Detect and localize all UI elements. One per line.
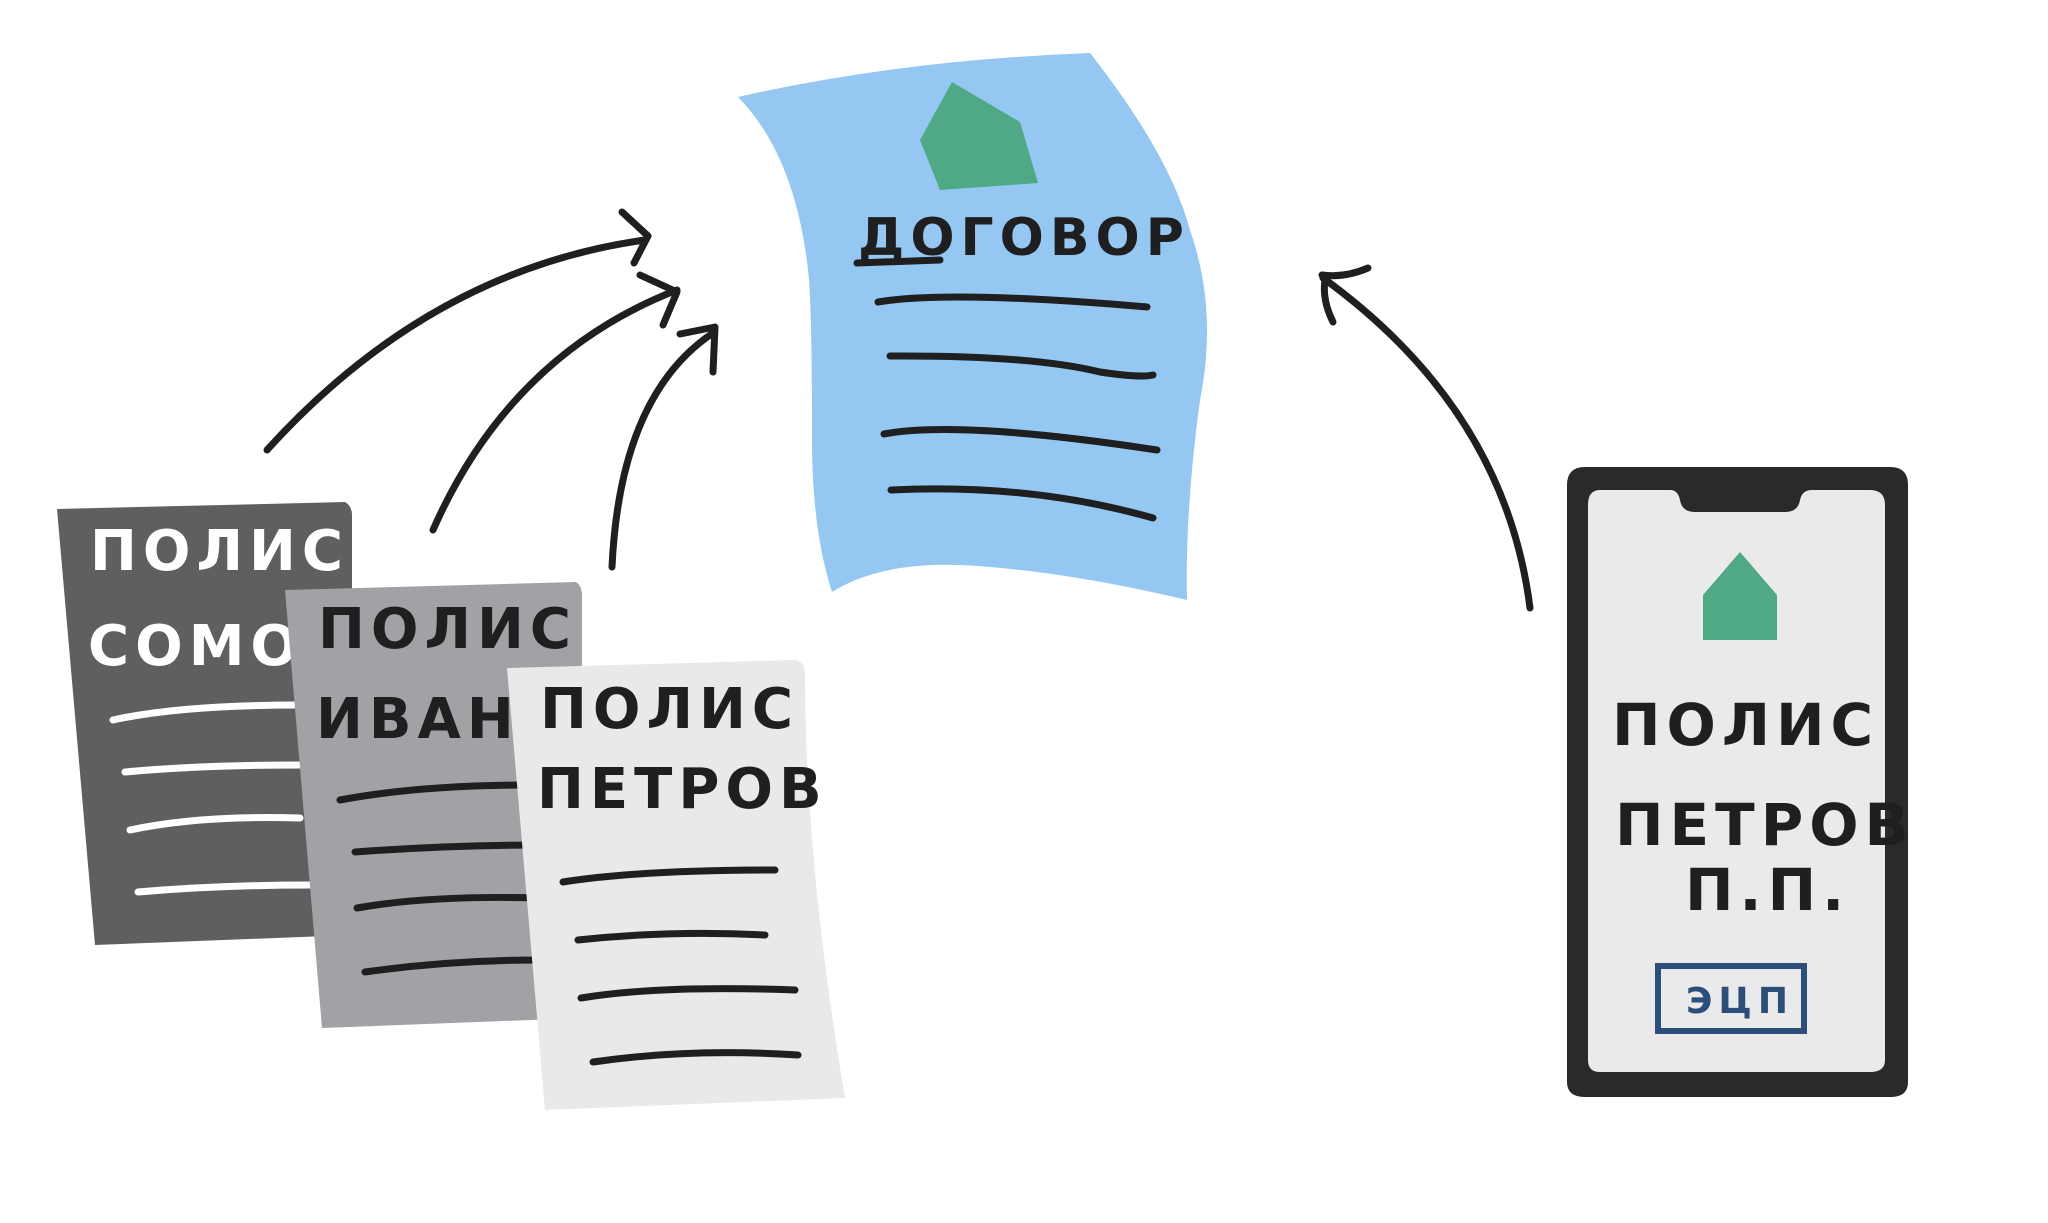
text-line bbox=[880, 426, 1161, 454]
text-line bbox=[134, 881, 314, 896]
signature-badge-label: ЭЦП bbox=[1686, 981, 1794, 1022]
contract-document: ДОГОВОР bbox=[738, 53, 1208, 600]
arrow-head bbox=[636, 271, 681, 329]
text-line bbox=[559, 866, 779, 886]
text-line bbox=[353, 893, 544, 912]
phone-screen bbox=[1588, 490, 1885, 1072]
text-line bbox=[577, 985, 799, 1002]
signature-badge bbox=[1655, 963, 1807, 1034]
house-icon bbox=[920, 82, 1038, 190]
arrow-ivanov-to-contract bbox=[429, 286, 681, 534]
arrow-petrov-to-contract bbox=[608, 329, 717, 571]
phone-policy-name: ПЕТРОВ bbox=[1615, 791, 1915, 859]
title-underline bbox=[853, 256, 944, 267]
text-line bbox=[589, 1049, 802, 1066]
text-line bbox=[574, 929, 769, 944]
arrows bbox=[263, 208, 1534, 612]
paper-policy-petrov: ПОЛИС ПЕТРОВ bbox=[507, 660, 845, 1110]
text-line bbox=[351, 841, 544, 856]
text-line bbox=[887, 485, 1157, 522]
phone-policy-title: ПОЛИС bbox=[1612, 691, 1879, 759]
policy-name: ПЕТРОВ bbox=[537, 757, 828, 822]
policy-sheet bbox=[57, 502, 352, 945]
policy-sheet bbox=[285, 582, 582, 1028]
text-line bbox=[874, 293, 1151, 311]
text-line bbox=[361, 956, 544, 976]
policy-title: ПОЛИС bbox=[90, 519, 349, 584]
text-line bbox=[336, 781, 534, 804]
arrow-somov-to-contract bbox=[263, 236, 649, 454]
text-line bbox=[886, 352, 1157, 380]
policy-title: ПОЛИС bbox=[318, 597, 577, 662]
text-line bbox=[109, 701, 304, 724]
text-line bbox=[121, 761, 304, 776]
arrow-head bbox=[1320, 276, 1337, 326]
arrow-phone-to-contract bbox=[1319, 274, 1534, 612]
arrow-head bbox=[618, 208, 652, 267]
policy-title: ПОЛИС bbox=[540, 677, 799, 742]
contract-sheet bbox=[738, 53, 1208, 600]
phone-policy-initials: П.П. bbox=[1685, 856, 1850, 924]
text-line bbox=[126, 814, 304, 834]
arrow-head bbox=[1318, 264, 1372, 280]
arrow-head bbox=[676, 323, 719, 376]
smartphone: ПОЛИС ПЕТРОВ П.П. ЭЦП bbox=[1567, 467, 1915, 1097]
house-icon bbox=[1703, 552, 1777, 640]
